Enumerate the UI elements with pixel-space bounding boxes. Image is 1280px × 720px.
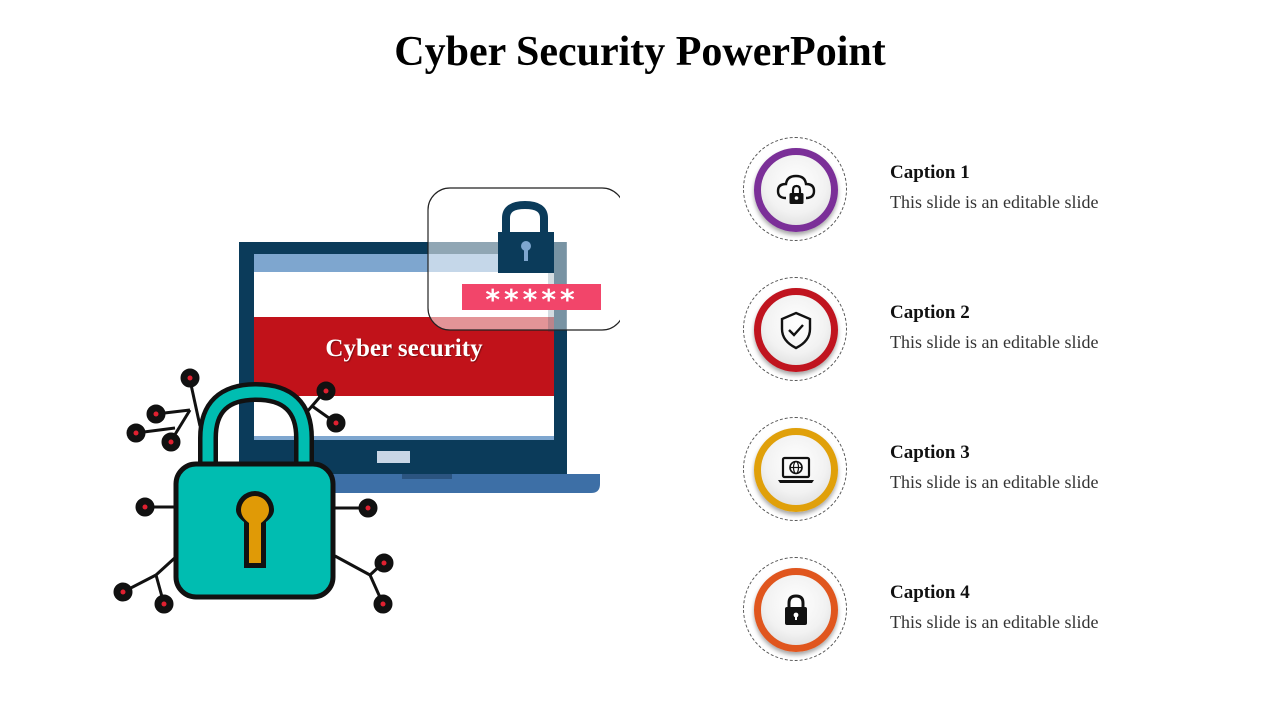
caption-text: This slide is an editable slide [890, 472, 1099, 492]
caption-text: This slide is an editable slide [890, 332, 1099, 352]
slide-title: Cyber Security PowerPoint [394, 29, 886, 75]
icon-ring [754, 428, 838, 512]
caption-text: This slide is an editable slide [890, 192, 1099, 212]
caption-title: Caption 3 [890, 442, 970, 463]
shield-check-icon [780, 311, 812, 350]
dashed-circle [743, 137, 847, 241]
caption-title: Caption 4 [890, 582, 970, 603]
padlock-icon [785, 594, 807, 625]
caption-item-4: Caption 4 This slide is an editable slid… [742, 556, 1182, 664]
caption-item-1: Caption 1 This slide is an editable slid… [742, 136, 1182, 244]
password-mask: ***** [485, 283, 579, 316]
laptop-lock-graphic [113, 187, 620, 614]
dashed-circle [743, 417, 847, 521]
caption-title: Caption 2 [890, 302, 970, 323]
caption-title: Caption 1 [890, 162, 970, 183]
screen-title: Cyber security [325, 335, 483, 362]
caption-text: This slide is an editable slide [890, 612, 1099, 632]
cloud-lock-icon [776, 174, 816, 204]
icon-ring [754, 568, 838, 652]
cyber-security-illustration: Cyber security ***** [100, 180, 620, 620]
panel-shackle [502, 200, 548, 232]
password-bar [462, 284, 601, 310]
webcam-bar [377, 451, 410, 463]
icon-ring [754, 148, 838, 232]
keyhole [241, 496, 269, 563]
dashed-circle [743, 277, 847, 381]
dashed-circle [743, 557, 847, 661]
laptop-globe-icon [778, 456, 814, 483]
caption-item-3: Caption 3 This slide is an editable slid… [742, 416, 1182, 524]
caption-item-2: Caption 2 This slide is an editable slid… [742, 276, 1182, 384]
icon-ring [754, 288, 838, 372]
